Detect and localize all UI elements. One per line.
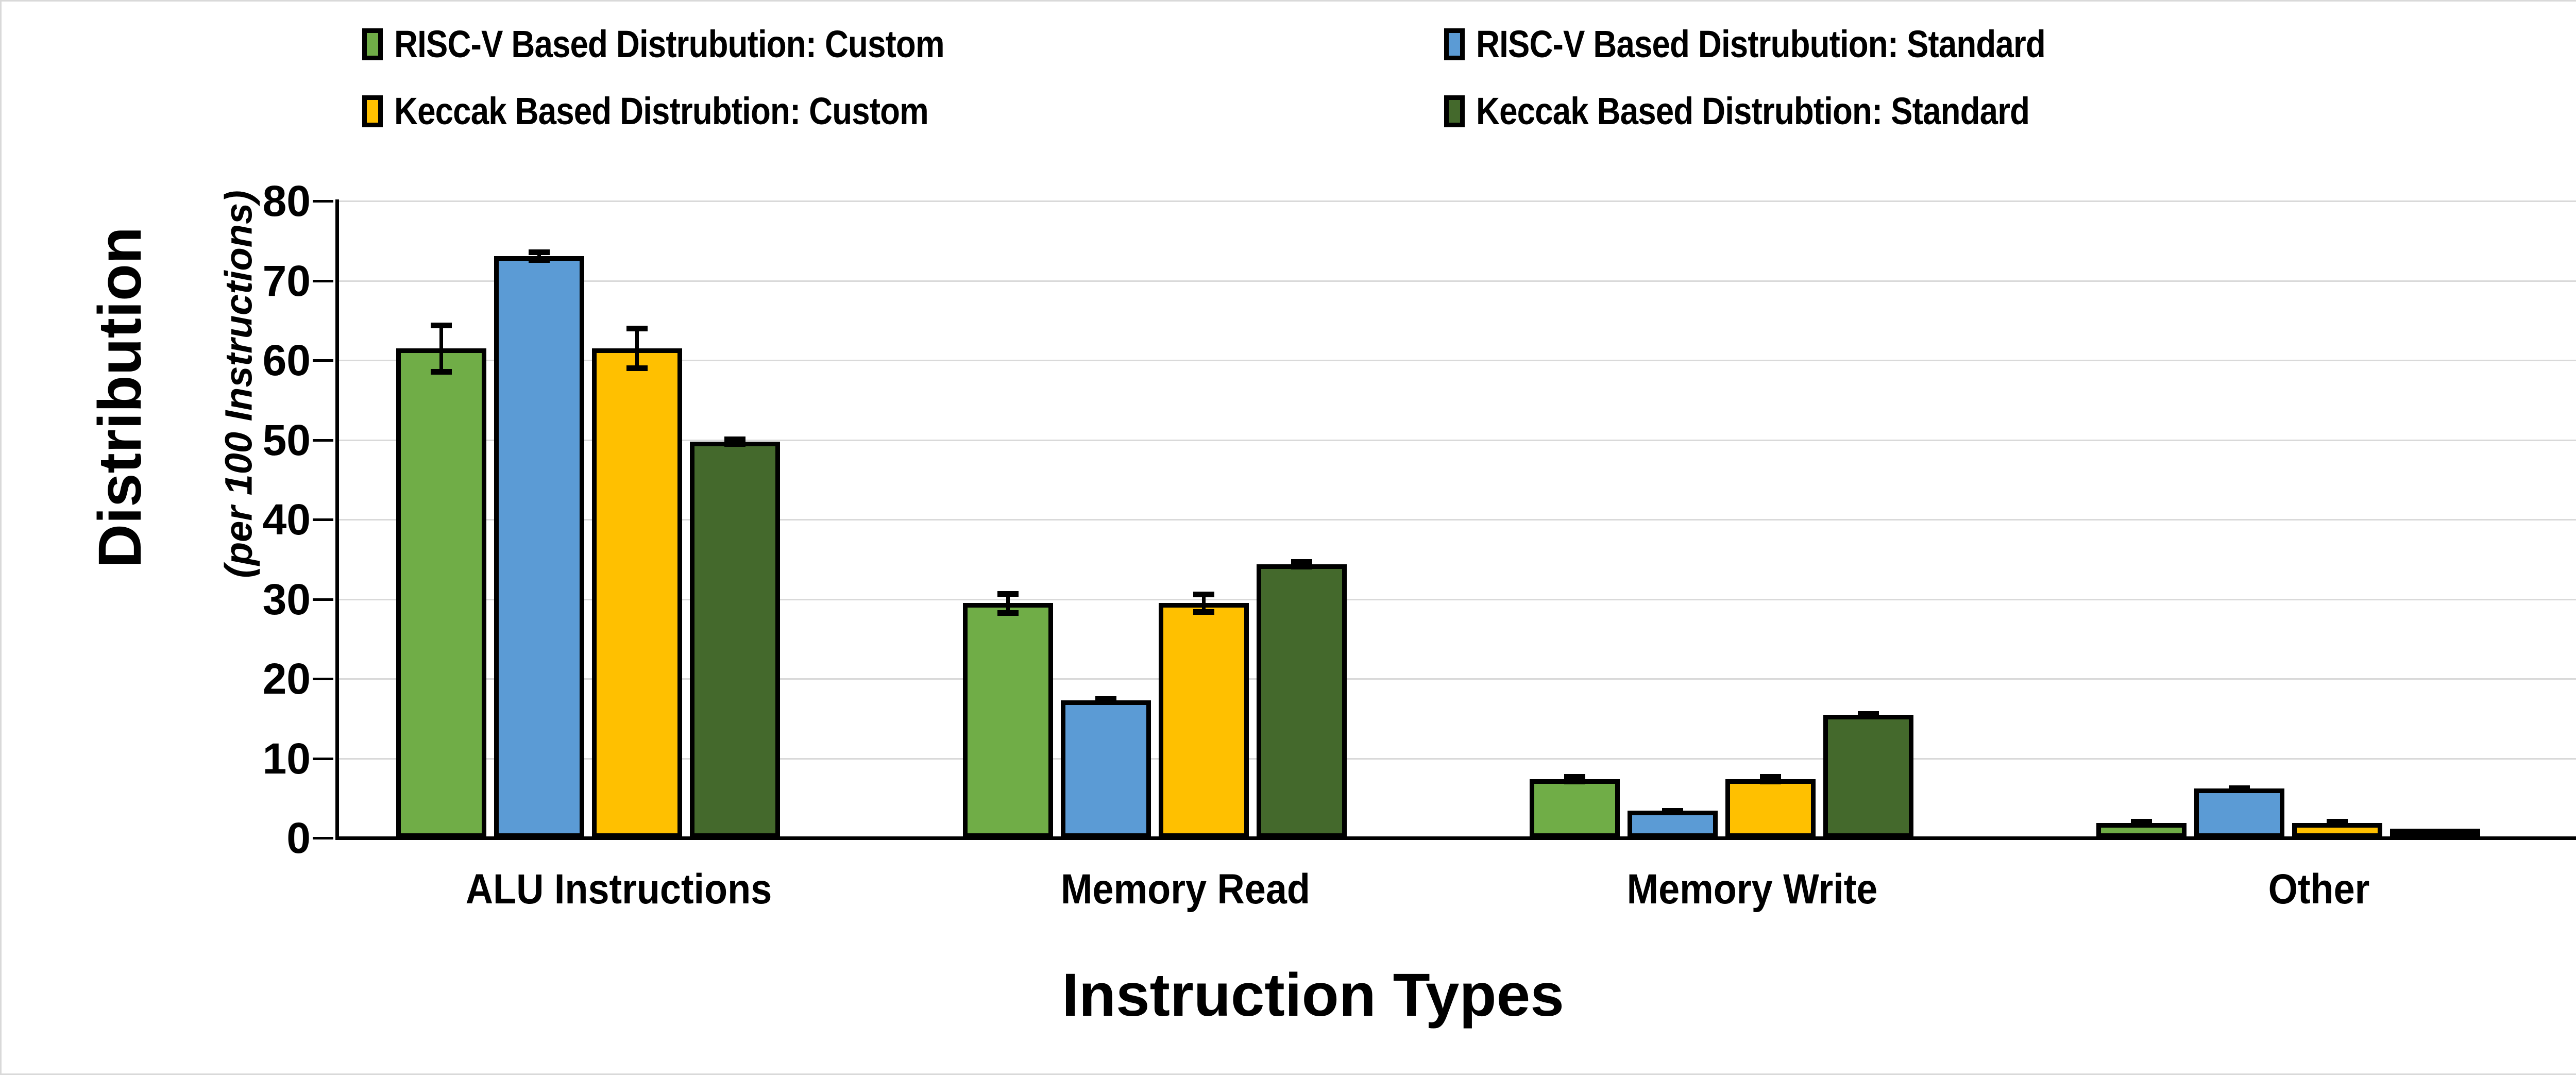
chart-legend: RISC-V Based Distrubution: Custom Keccak… (362, 17, 2475, 136)
error-bar-cap (1291, 559, 1312, 565)
error-bar-cap (1193, 592, 1214, 598)
y-axis-tick-labels: 0 10 20 30 40 50 60 70 80 (172, 179, 311, 860)
legend-label: RISC-V Based Distrubution: Standard (1476, 23, 2046, 65)
y-axis-tick-label: 70 (262, 256, 311, 305)
x-axis-category-label: Memory Read (1061, 866, 1310, 913)
y-axis-tick-label: 20 (262, 654, 311, 703)
bar-group (396, 201, 780, 838)
y-axis-tick-label: 50 (262, 415, 311, 464)
error-bar-cap (1095, 699, 1116, 705)
bar[interactable] (1529, 779, 1620, 838)
y-axis-tick-label: 80 (262, 177, 311, 225)
error-bar-cap (2131, 821, 2152, 827)
bar[interactable] (494, 256, 584, 838)
error-bar (1006, 593, 1010, 613)
error-bar-cap (2229, 786, 2250, 792)
error-bar-cap (1760, 774, 1781, 780)
y-axis-tick-label: 60 (262, 336, 311, 384)
legend-swatch-green-icon (362, 28, 383, 60)
x-axis-line (335, 836, 2576, 840)
y-axis-tick (313, 837, 333, 839)
legend-label: Keccak Based Distrubtion: Standard (1476, 90, 2030, 132)
bar[interactable] (1725, 779, 1816, 838)
error-bar-cap (626, 365, 648, 372)
bar[interactable] (591, 348, 682, 838)
bar[interactable] (1823, 714, 1913, 838)
error-bar-cap (431, 323, 452, 329)
legend-swatch-yellow-icon (362, 95, 383, 127)
error-bar-cap (626, 326, 648, 332)
plot-area (313, 200, 2576, 839)
y-axis-tick (313, 359, 333, 362)
y-axis-tick-label: 0 (286, 814, 311, 862)
bar-group (962, 201, 1347, 838)
legend-item-risc-v-custom[interactable]: RISC-V Based Distrubution: Custom (362, 22, 1033, 66)
y-axis-tick (313, 439, 333, 442)
error-bar-cap (2327, 821, 2348, 827)
y-axis-tick-label: 10 (262, 734, 311, 783)
y-axis-tick (313, 598, 333, 601)
error-bar (635, 328, 639, 368)
bar-group (1529, 201, 1913, 838)
error-bar-cap (1095, 696, 1116, 702)
error-bar-cap (1858, 713, 1879, 719)
y-axis-tick (313, 518, 333, 521)
bar[interactable] (962, 603, 1053, 838)
error-bar-cap (1193, 609, 1214, 615)
error-bar-cap (529, 257, 550, 263)
error-bar (1202, 594, 1206, 612)
legend-swatch-darkgreen-icon (1444, 95, 1465, 127)
legend-swatch-blue-icon (1444, 28, 1465, 60)
error-bar (439, 325, 443, 372)
legend-label: RISC-V Based Distrubution: Custom (394, 23, 945, 65)
x-axis-category-label: ALU Instructions (465, 866, 772, 913)
bar[interactable] (2194, 788, 2284, 838)
bar[interactable] (1158, 603, 1249, 838)
x-axis-category-label: Other (2268, 866, 2370, 913)
bar-group (2096, 201, 2480, 838)
error-bar (537, 251, 541, 260)
error-bar-cap (724, 441, 745, 447)
error-bar-cap (724, 436, 745, 442)
gridline (335, 758, 2576, 760)
legend-item-keccak-custom[interactable]: Keccak Based Distrubtion: Custom (362, 89, 1015, 133)
y-axis-line (335, 199, 339, 839)
y-axis-tick-label: 40 (262, 495, 311, 544)
legend-label: Keccak Based Distrubtion: Custom (394, 90, 929, 132)
y-axis-title: Distribution (86, 226, 154, 568)
y-axis-tick (313, 200, 333, 203)
error-bar-cap (431, 368, 452, 375)
x-axis-title: Instruction Types (1062, 961, 1564, 1029)
gridline (335, 360, 2576, 361)
legend-item-risc-v-standard[interactable]: RISC-V Based Distrubution: Standard (1444, 22, 2138, 66)
y-axis-tick (313, 279, 333, 282)
gridline (335, 678, 2576, 680)
legend-item-keccak-standard[interactable]: Keccak Based Distrubtion: Standard (1444, 89, 2120, 133)
gridline (335, 280, 2576, 282)
bar[interactable] (689, 441, 780, 838)
error-bar-cap (997, 610, 1019, 616)
error-bar-cap (1760, 779, 1781, 785)
y-axis-tick (313, 678, 333, 680)
error-bar-cap (1291, 564, 1312, 570)
error-bar-cap (997, 591, 1019, 597)
gridline (335, 598, 2576, 600)
error-bar-cap (1564, 774, 1585, 780)
x-axis-category-label: Memory Write (1626, 866, 1878, 913)
gridline (335, 439, 2576, 441)
error-bar-cap (1662, 809, 1683, 815)
gridline (335, 200, 2576, 202)
bar[interactable] (396, 348, 486, 838)
error-bar-cap (529, 249, 550, 255)
y-axis-tick (313, 757, 333, 760)
y-axis-tick-label: 30 (262, 575, 311, 624)
error-bar-cap (1564, 779, 1585, 785)
gridline (335, 519, 2576, 520)
bar[interactable] (1256, 564, 1347, 838)
bar[interactable] (1627, 811, 1718, 838)
error-bar-cap (2425, 832, 2446, 838)
bar[interactable] (1060, 700, 1151, 838)
